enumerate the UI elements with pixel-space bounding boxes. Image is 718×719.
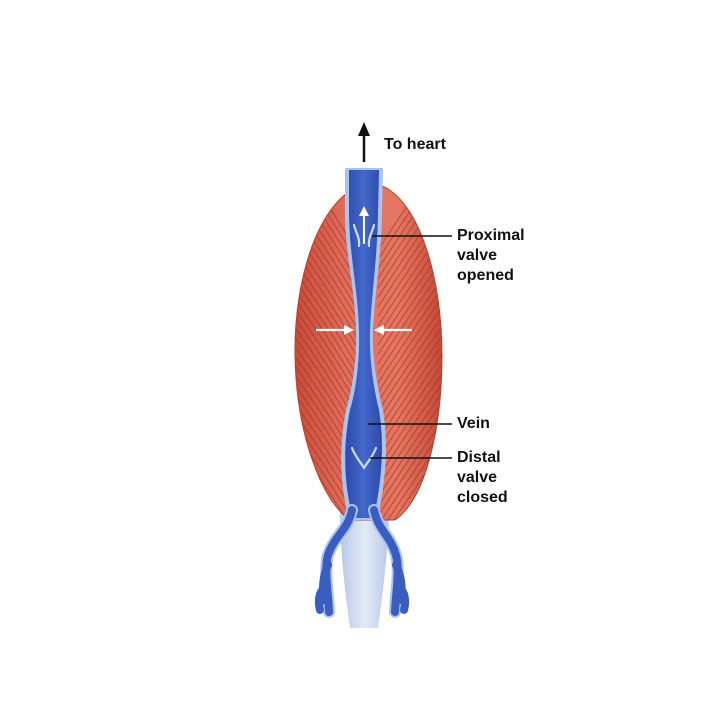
compression-arrow-left: [316, 325, 354, 335]
proximal-valve-label-line-1: Proximal: [457, 227, 525, 244]
distal-valve-label-line-2: valve: [457, 469, 498, 486]
muscle-fiber: [377, 396, 442, 498]
muscle-fiber: [377, 301, 442, 403]
distal-valve-label-line-1: Distal: [457, 449, 501, 466]
muscle-fiber: [377, 311, 442, 412]
distal-valve: [350, 446, 378, 470]
distal-valve-label: Distal valve closed: [457, 448, 508, 508]
to-heart-arrow: [358, 122, 370, 162]
flow-arrow-up: [359, 206, 369, 244]
muscle-fiber: [377, 339, 442, 441]
muscle-fiber: [377, 330, 442, 431]
compression-arrow-right: [374, 325, 412, 335]
vein-branches: [314, 504, 410, 618]
proximal-valve-label-line-2: valve: [457, 247, 498, 264]
distal-valve-label-line-3: closed: [457, 489, 508, 506]
muscle-fiber: [377, 349, 442, 450]
proximal-valve: [352, 223, 376, 248]
muscle-fiber: [294, 311, 357, 412]
vein: [341, 168, 386, 520]
proximal-valve-label: Proximal valve opened: [457, 226, 525, 286]
muscle-fiber: [377, 320, 442, 422]
vein-label: Vein: [457, 415, 490, 432]
proximal-valve-label-line-3: opened: [457, 267, 514, 284]
muscle-fiber: [377, 368, 442, 469]
to-heart-label: To heart: [384, 136, 446, 153]
muscle-fiber: [377, 358, 442, 460]
muscle-fiber: [377, 387, 442, 488]
